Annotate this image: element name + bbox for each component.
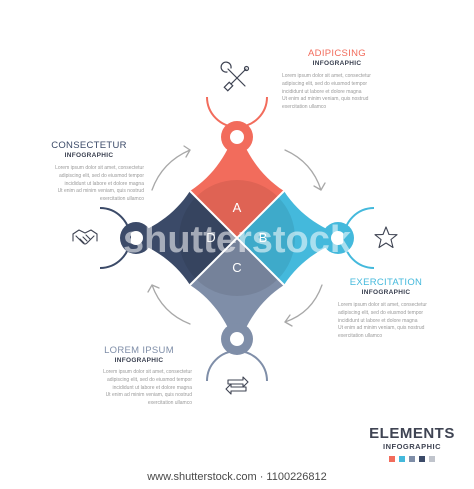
- watermark-text: shutterstock: [123, 219, 352, 261]
- footer-text: www.shutterstock.com · 1100226812: [147, 471, 327, 483]
- block-right-line: Ut enim ad minim veniam, quis nostrud: [338, 325, 425, 332]
- block-left-line: exercitation ullamco: [99, 196, 144, 203]
- segment-b-hole: [331, 231, 345, 245]
- divider-d-a: [189, 190, 238, 239]
- brand-swatch: [409, 456, 415, 462]
- arrow-top-right-icon: [284, 149, 326, 191]
- block-bottom-line: Lorem ipsum dolor sit amet, consectetur: [103, 369, 192, 375]
- block-top-line: Ut enim ad minim veniam, quis nostrud: [282, 96, 369, 103]
- divider-a-b: [236, 190, 285, 239]
- brand-swatch: [399, 456, 405, 462]
- block-left-body: Lorem ipsum dolor sit amet, consectetur …: [30, 165, 144, 204]
- brand-swatch: [429, 456, 435, 462]
- arrow-bottom-right-icon: [284, 284, 323, 327]
- block-right-line: adipiscing elit, sed do eiusmod tempor: [338, 309, 424, 316]
- star-icon: [374, 226, 398, 249]
- block-left-line: Lorem ipsum dolor sit amet, consectetur: [55, 165, 144, 171]
- block-right-title: EXERCITATION: [349, 277, 423, 288]
- handshake-icon: [72, 229, 98, 245]
- divider-b-c: [236, 237, 285, 286]
- segment-d-label: D: [206, 230, 215, 245]
- block-top-line: adipiscing elit, sed do eiusmod tempor: [282, 80, 368, 87]
- block-right-subtitle: INFOGRAPHIC: [361, 289, 411, 296]
- block-bottom-line: adipiscing elit, sed do eiusmod tempor: [106, 376, 192, 383]
- right-semicircle: [343, 207, 375, 269]
- segment-d-petal: [124, 191, 237, 285]
- block-bottom-line: Ut enim ad minim veniam, quis nostrud: [105, 392, 192, 399]
- left-semicircle: [99, 207, 131, 269]
- segment-a-hole: [230, 130, 244, 144]
- block-bottom-body: Lorem ipsum dolor sit amet, consectetur …: [78, 369, 192, 408]
- block-top-subtitle: INFOGRAPHIC: [312, 60, 362, 67]
- block-left-line: Ut enim ad minim veniam, quis nostrud: [57, 188, 144, 195]
- block-right: EXERCITATION INFOGRAPHIC: [331, 277, 441, 296]
- block-right-line: Lorem ipsum dolor sit amet, consectetur: [338, 302, 427, 308]
- divider-c-d: [189, 237, 238, 286]
- arrow-top-left-icon: [151, 145, 191, 191]
- block-top-title: ADIPICSING: [308, 48, 366, 59]
- block-bottom-line: exercitation ullamco: [147, 400, 192, 407]
- brand-title: ELEMENTS: [369, 425, 455, 442]
- segment-d-hole: [129, 231, 143, 245]
- brand-swatches: [362, 456, 462, 462]
- block-top-line: incididunt ut labore et dolore magna: [282, 88, 362, 95]
- block-left-title: CONSECTETUR: [51, 140, 127, 151]
- block-bottom-subtitle: INFOGRAPHIC: [114, 357, 164, 364]
- block-bottom-line: incididunt ut labore et dolore magna: [112, 384, 193, 391]
- block-top-body: Lorem ipsum dolor sit amet, consectetur …: [282, 73, 394, 112]
- block-right-body: Lorem ipsum dolor sit amet, consectetur …: [338, 302, 452, 341]
- block-bottom-title: LOREM IPSUM: [104, 345, 174, 356]
- segment-dividers: [189, 190, 285, 286]
- segment-c-petal: [190, 238, 284, 351]
- segment-a-petal: [190, 125, 284, 238]
- brand-subtitle: INFOGRAPHIC: [383, 442, 441, 451]
- block-top-line: exercitation ullamco: [282, 104, 327, 111]
- segment-a-label: A: [233, 200, 242, 215]
- segment-c-label: C: [232, 260, 241, 275]
- block-bottom: LOREM IPSUM INFOGRAPHIC: [84, 345, 194, 364]
- block-top-line: Lorem ipsum dolor sit amet, consectetur: [282, 73, 371, 79]
- segment-b-label: B: [259, 230, 268, 245]
- brand-logo: ELEMENTS INFOGRAPHIC: [362, 425, 462, 462]
- segment-b-petal: [237, 191, 350, 285]
- footer-bar: www.shutterstock.com · 1100226812: [0, 465, 474, 489]
- block-left-line: adipiscing elit, sed do eiusmod tempor: [58, 172, 144, 179]
- block-right-line: incididunt ut labore et dolore magna: [338, 317, 418, 324]
- block-top: ADIPICSING INFOGRAPHIC: [282, 48, 392, 67]
- bottom-semicircle: [206, 350, 268, 382]
- block-left-subtitle: INFOGRAPHIC: [64, 152, 114, 159]
- block-left: CONSECTETUR INFOGRAPHIC: [34, 140, 144, 159]
- segment-c-hole: [230, 332, 244, 346]
- flow-arrows: [147, 145, 326, 327]
- tools-icon: [220, 61, 250, 92]
- exchange-arrows-icon: [225, 376, 249, 395]
- block-right-line: exercitation ullamco: [338, 333, 383, 340]
- top-semicircle: [206, 96, 268, 128]
- brand-swatch: [389, 456, 395, 462]
- arrow-bottom-left-icon: [147, 284, 191, 325]
- block-left-line: incididunt ut labore et dolore magna: [64, 180, 145, 187]
- brand-swatch: [419, 456, 425, 462]
